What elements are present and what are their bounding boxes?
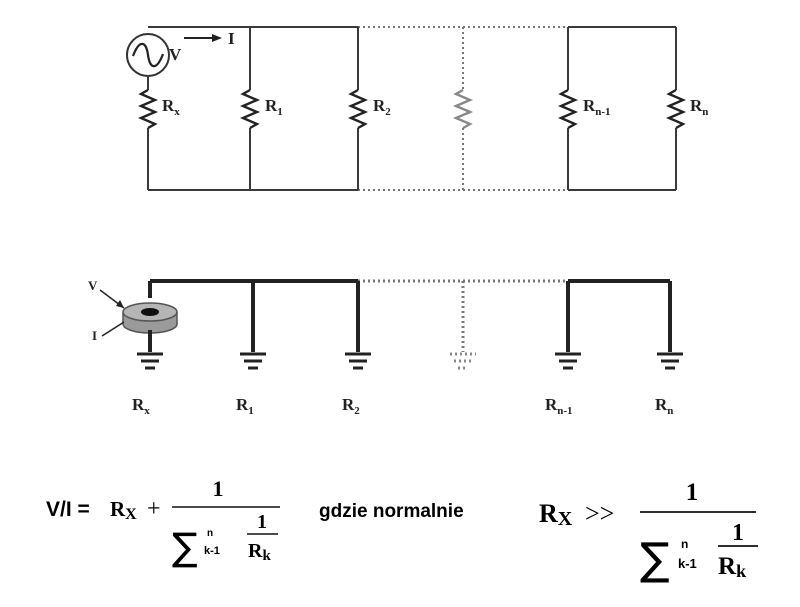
probe-i-pointer bbox=[101, 321, 125, 337]
top-circuit: V I Rx R1 R2 Rn-1 Rn bbox=[126, 26, 708, 191]
ground-r1-icon bbox=[240, 352, 266, 370]
formula-rhs-sum-symbol: ∑ bbox=[640, 534, 670, 585]
label-r2: R2 bbox=[373, 96, 391, 118]
formula-rk: Rk bbox=[248, 540, 271, 564]
formula-inner-numerator: 1 bbox=[257, 511, 267, 533]
ac-source-icon bbox=[126, 33, 170, 77]
formula-rhs-sum-upper: n bbox=[681, 537, 688, 551]
resistor-rn1-icon bbox=[557, 88, 579, 130]
formula-lhs: V/I = bbox=[46, 498, 90, 521]
probe-v-arrowhead bbox=[116, 300, 124, 308]
ground-r2-icon bbox=[345, 352, 371, 370]
label-rn1: Rn-1 bbox=[583, 96, 611, 118]
current-arrow-icon bbox=[184, 34, 222, 42]
formula-sum-symbol: ∑ bbox=[172, 525, 198, 569]
formula-plus: + bbox=[147, 496, 161, 522]
formula-rhs-sum-lower: k-1 bbox=[678, 556, 697, 571]
formula: V/I = RX + 1 ∑ n k-1 1 Rk gdzie normalni… bbox=[46, 476, 758, 585]
formula-rhs-rk: Rk bbox=[718, 553, 746, 581]
ground-label-rn1: Rn-1 bbox=[545, 395, 573, 417]
ground-label-rx: Rx bbox=[132, 395, 150, 417]
label-rn: Rn bbox=[690, 96, 708, 118]
formula-rx: RX bbox=[110, 497, 137, 523]
formula-sum-lower: k-1 bbox=[204, 545, 220, 557]
ground-rx-icon bbox=[137, 352, 163, 370]
formula-sum-upper: n bbox=[207, 528, 213, 539]
ground-label-r1: R1 bbox=[236, 395, 254, 417]
label-r1: R1 bbox=[265, 96, 283, 118]
label-rx: Rx bbox=[162, 96, 180, 118]
bottom-circuit: V I Rx R1 R2 Rn-1 bbox=[88, 278, 683, 417]
probe-i-label: I bbox=[92, 328, 97, 343]
resistor-r1-icon bbox=[239, 88, 261, 130]
formula-connector: gdzie normalnie bbox=[319, 501, 464, 522]
formula-much-greater: >> bbox=[585, 499, 614, 528]
formula-rhs-inner-numerator: 1 bbox=[732, 520, 744, 546]
probe-v-label: V bbox=[88, 278, 98, 293]
toroid-probe-icon bbox=[122, 302, 178, 334]
resistor-dotted-icon bbox=[452, 88, 474, 130]
formula-rhs-rx: RX bbox=[539, 499, 573, 530]
ground-label-rn: Rn bbox=[655, 395, 673, 417]
formula-rhs-numerator: 1 bbox=[686, 479, 699, 506]
formula-numerator: 1 bbox=[213, 476, 224, 501]
ground-dotted-icon bbox=[450, 352, 476, 370]
resistor-r2-icon bbox=[347, 88, 369, 130]
ground-rn-icon bbox=[657, 352, 683, 370]
ground-rn1-icon bbox=[555, 352, 581, 370]
resistor-rn-icon bbox=[665, 88, 687, 130]
source-voltage-label: V bbox=[169, 45, 182, 64]
current-label: I bbox=[228, 29, 235, 48]
resistor-rx-icon bbox=[137, 88, 159, 130]
ground-label-r2: R2 bbox=[342, 395, 360, 417]
